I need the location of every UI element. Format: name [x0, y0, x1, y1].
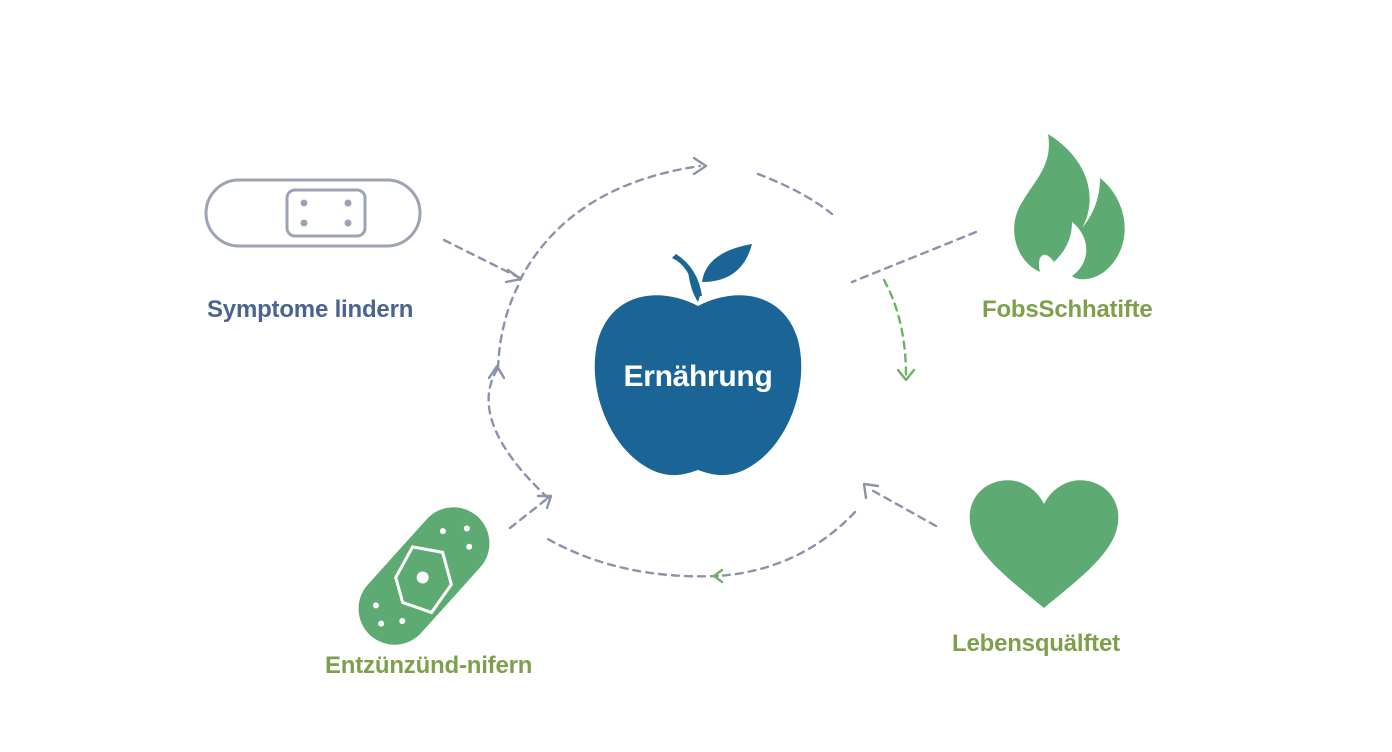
node-label-entz: Entzünzünd-nifern: [325, 652, 533, 679]
arrow-flame-to-circle: [850, 230, 978, 284]
bandage-filled-icon: [358, 507, 490, 645]
arrow-entz-to-circle: [508, 496, 550, 530]
arrowhead-green-bottom: [712, 568, 724, 584]
apple-icon: [594, 244, 802, 476]
node-label-leben: Lebensquälftet: [952, 630, 1120, 657]
arrow-bandage-to-circle: [442, 238, 522, 280]
node-label-symptome: Symptome lindern: [207, 296, 414, 323]
arrowhead-heart: [862, 482, 880, 500]
arrowhead-green: [896, 368, 916, 382]
arrowheads: [487, 156, 880, 510]
green-arrow: [712, 278, 916, 584]
cycle-arrows: [442, 164, 978, 578]
heart-icon: [969, 480, 1119, 608]
arrow-left-arc: [487, 366, 550, 500]
arrow-top-arc: [518, 164, 702, 282]
flame-icon: [1014, 134, 1125, 280]
arrowhead-bandage: [504, 268, 523, 284]
arrowhead-entz: [536, 494, 553, 510]
arrow-left-upper-arc: [496, 280, 522, 370]
arrow-bottom-left-arc: [544, 536, 720, 578]
arrowhead-top: [692, 156, 708, 176]
bandage-outline-icon: [204, 178, 422, 248]
arrow-heart-to-circle: [866, 486, 938, 528]
arrow-bottom-arc: [716, 510, 857, 578]
arrowhead-left: [487, 364, 506, 380]
arrow-top-right-arc: [756, 172, 834, 216]
center-label: Ernährung: [623, 360, 773, 393]
node-label-fobs: FobsSchhatifte: [982, 296, 1153, 323]
